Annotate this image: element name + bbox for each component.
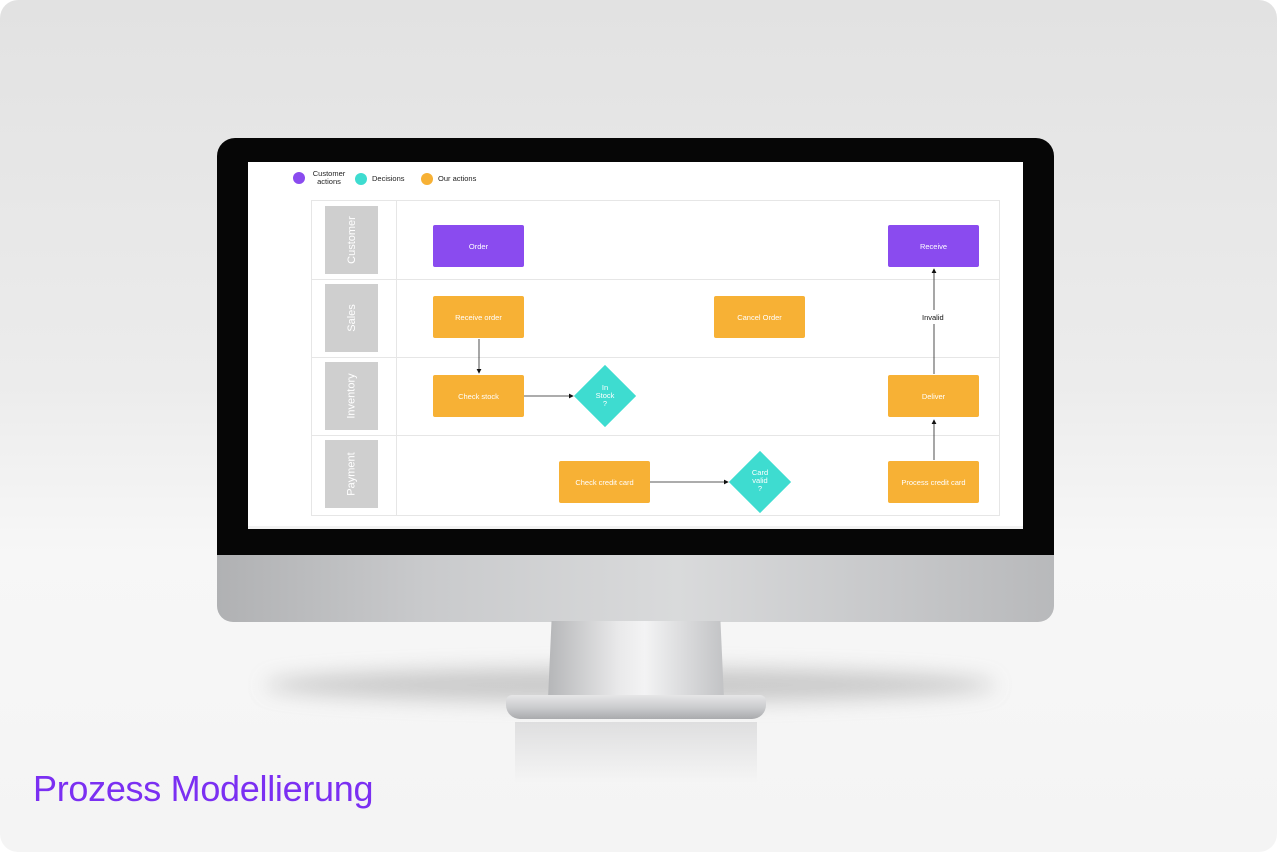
legend-decisions: Decisions (355, 173, 405, 185)
node-check-credit-card[interactable]: Check credit card (559, 461, 650, 503)
label-invalid: Invalid (922, 313, 944, 322)
lane-label-customer: Customer (325, 206, 378, 274)
legend-label: Customer actions (312, 169, 346, 186)
legend-label: Decisions (372, 174, 405, 183)
decision-text-line: Stock (595, 391, 615, 400)
node-check-stock[interactable]: Check stock (433, 375, 524, 417)
node-order[interactable]: Order (433, 225, 524, 267)
node-receive[interactable]: Receive (888, 225, 979, 267)
lane-label-inventory: Inventory (325, 362, 378, 430)
legend-orange-dot-icon (421, 173, 433, 185)
decision-text-line: ? (602, 399, 608, 408)
lane-customer: Customer (312, 201, 999, 280)
node-cancel-order[interactable]: Cancel Order (714, 296, 805, 338)
decision-card-valid-label: Card valid ? (729, 469, 791, 493)
decision-in-stock-label: In Stock ? (574, 384, 636, 408)
monitor-chin (217, 555, 1054, 622)
legend-our-actions: Our actions (421, 173, 476, 185)
lane-sales: Sales (312, 279, 999, 358)
lane-inventory: Inventory (312, 357, 999, 436)
connector-layer (476, 268, 937, 485)
swimlane-diagram: Customer Sales Inventory Payment (311, 200, 1000, 516)
lane-payment: Payment (312, 435, 999, 516)
lane-label-payment: Payment (325, 440, 378, 508)
decision-text-line: valid (752, 476, 768, 485)
node-process-credit-card[interactable]: Process credit card (888, 461, 979, 503)
decision-text-line: ? (757, 484, 763, 493)
monitor-stand-neck (548, 621, 724, 699)
decision-text-line: In (601, 383, 609, 392)
lane-header-divider (396, 201, 397, 515)
decision-text-line: Card (751, 468, 769, 477)
legend-label: Our actions (438, 174, 477, 183)
legend-customer-actions: Customer actions (293, 170, 348, 186)
lane-label-sales: Sales (325, 284, 378, 352)
stand-reflection (515, 722, 757, 782)
monitor-stand-base (506, 695, 766, 719)
legend-teal-dot-icon (355, 173, 367, 185)
legend-purple-dot-icon (293, 172, 305, 184)
node-receive-order[interactable]: Receive order (433, 296, 524, 338)
node-deliver[interactable]: Deliver (888, 375, 979, 417)
screen-bottom-strip (248, 526, 1023, 529)
monitor-screen: Customer actions Decisions Our actions C… (248, 162, 1023, 526)
caption-title: Prozess Modellierung (33, 768, 374, 809)
